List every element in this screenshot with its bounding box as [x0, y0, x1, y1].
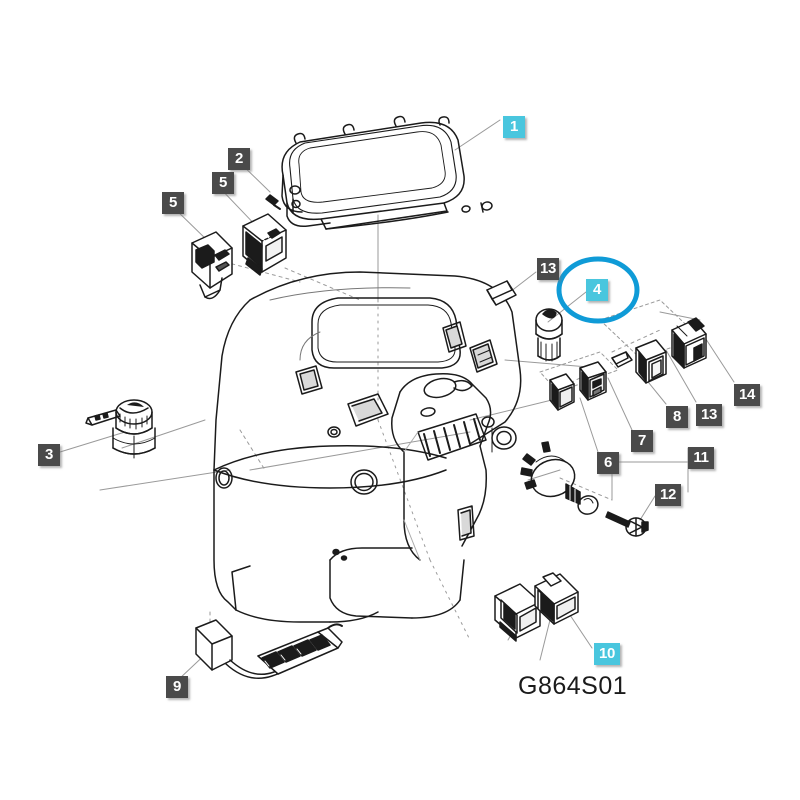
callout-13a[interactable]: 13	[537, 258, 559, 280]
part-switch-bank-right	[549, 317, 707, 411]
part-relay-fuse-harness	[195, 619, 343, 679]
part-rocker-switch-right	[242, 213, 287, 276]
part-dashboard-console	[213, 271, 522, 623]
callout-1[interactable]: 1	[503, 116, 525, 138]
part-cluster-screw	[265, 194, 281, 210]
callout-2[interactable]: 2	[228, 148, 250, 170]
callout-8[interactable]: 8	[666, 406, 688, 428]
callout-5a[interactable]: 5	[162, 192, 184, 214]
callout-11[interactable]: 11	[688, 447, 714, 469]
callout-6[interactable]: 6	[597, 452, 619, 474]
part-rocker-switch-left	[191, 231, 233, 300]
callout-4[interactable]: 4	[586, 279, 608, 301]
callout-10[interactable]: 10	[594, 643, 620, 665]
callout-3[interactable]: 3	[38, 444, 60, 466]
part-power-socket	[535, 308, 563, 362]
callout-14[interactable]: 14	[734, 384, 760, 406]
part-socket-assembly	[520, 441, 649, 537]
callout-12[interactable]: 12	[655, 484, 681, 506]
part-number-text: G864S01	[518, 672, 628, 700]
callout-13b[interactable]: 13	[696, 404, 722, 426]
highlight-ring	[556, 256, 640, 324]
part-switch-pair-lower	[494, 572, 579, 642]
callout-7[interactable]: 7	[631, 430, 653, 452]
part-ignition-switch	[85, 399, 156, 459]
part-clip-upper	[486, 280, 517, 306]
part-instrument-cluster	[281, 115, 493, 230]
callout-9[interactable]: 9	[166, 676, 188, 698]
callout-5b[interactable]: 5	[212, 172, 234, 194]
